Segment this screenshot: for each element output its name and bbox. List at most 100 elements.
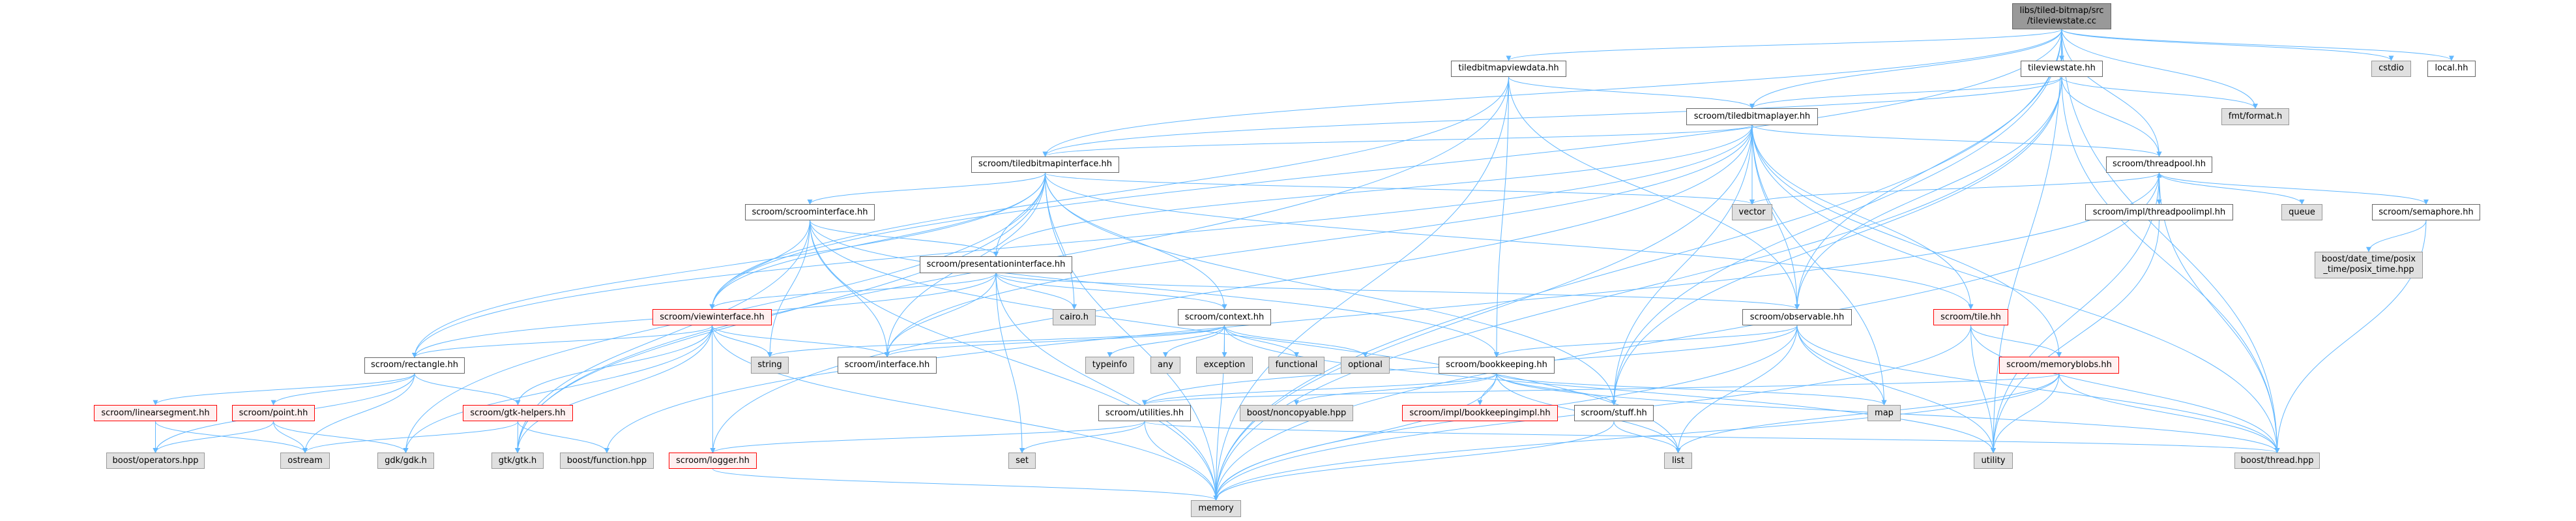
edge-tiledbitmapviewdata-to-observable	[1508, 77, 1800, 310]
edge-utilities-to-memory	[1144, 421, 1219, 501]
node-tiledbitmapviewdata[interactable]: tiledbitmapviewdata.hh	[1451, 60, 1566, 78]
edge-tiledbitmaplayer-to-presentationinterface	[993, 125, 1753, 257]
edge-memoryblobs-to-utility	[1991, 373, 2060, 454]
edge-bookkeeping-to-utilities	[1142, 373, 1497, 406]
node-any[interactable]: any	[1150, 357, 1180, 374]
edge-presentationinterface-to-interface	[885, 273, 997, 358]
edge-tiledbitmaplayer-to-memoryblobs	[1751, 125, 2062, 358]
edge-presentationinterface-to-memory	[995, 273, 1219, 501]
edge-tiledbitmaplayer-to-logger	[710, 125, 1753, 454]
node-threadpool[interactable]: scroom/threadpool.hh	[2106, 156, 2212, 173]
edge-viewinterface-to-gtk-helpers	[515, 325, 712, 406]
node-semaphore[interactable]: scroom/semaphore.hh	[2372, 204, 2480, 220]
edge-rectangle-to-gtk-helpers	[414, 373, 521, 406]
node-memory[interactable]: memory	[1191, 500, 1241, 518]
node-ostream[interactable]: ostream	[280, 453, 330, 469]
node-boost-function[interactable]: boost/function.hpp	[560, 453, 654, 469]
edge-rectangle-to-ostream	[302, 373, 415, 454]
edge-observable-to-map	[1796, 325, 1887, 406]
node-functional[interactable]: functional	[1268, 357, 1325, 374]
node-gdk[interactable]: gdk/gdk.h	[377, 453, 434, 469]
edge-tiledbitmaplayer-to-rectangle	[412, 125, 1753, 358]
edge-bookkeeping-to-memory	[1213, 373, 1497, 501]
node-tileviewstate-hh[interactable]: tileviewstate.hh	[2021, 60, 2103, 78]
edge-context-to-string	[767, 325, 1225, 358]
node-bookkeepingimpl[interactable]: scroom/impl/bookkeepingimpl.hh	[1402, 404, 1558, 422]
node-optional[interactable]: optional	[1341, 357, 1390, 374]
node-point[interactable]: scroom/point.hh	[232, 404, 315, 422]
edge-tileviewstate-hh-to-boost-thread	[2061, 77, 2280, 454]
edge-tileviewstate-hh-to-observable	[1794, 77, 2062, 310]
edge-scroominterface-to-string	[767, 220, 810, 358]
node-main[interactable]: libs/tiled-bitmap/src /tileviewstate.cc	[2012, 3, 2111, 29]
edge-memoryblobs-to-utilities	[1142, 373, 2060, 406]
node-viewinterface[interactable]: scroom/viewinterface.hh	[652, 308, 772, 326]
node-utilities[interactable]: scroom/utilities.hh	[1098, 404, 1191, 422]
node-vector[interactable]: vector	[1732, 204, 1772, 220]
edge-main-to-utility	[1991, 29, 2062, 454]
edge-bookkeeping-to-noncopyable	[1294, 373, 1497, 406]
edge-observable-to-utility	[1796, 325, 1996, 454]
edge-scroominterface-to-memory	[810, 220, 1219, 501]
node-cstdio[interactable]: cstdio	[2371, 60, 2411, 78]
edge-tiledbitmaplayer-to-tile	[1751, 125, 1974, 310]
node-map[interactable]: map	[1867, 404, 1901, 422]
node-context[interactable]: scroom/context.hh	[1178, 308, 1271, 326]
node-exception[interactable]: exception	[1196, 357, 1253, 374]
edge-tiledbitmapinterface-to-stuff	[1045, 173, 1617, 406]
edge-rectangle-to-linearsegment	[153, 373, 415, 406]
node-utility[interactable]: utility	[1974, 453, 2013, 469]
edge-tiledbitmaplayer-to-memory	[1213, 125, 1753, 501]
edge-tiledbitmapinterface-to-presentationinterface	[993, 173, 1046, 257]
node-interface[interactable]: scroom/interface.hh	[838, 357, 937, 374]
edge-presentationinterface-to-context	[995, 273, 1227, 310]
node-noncopyable[interactable]: boost/noncopyable.hpp	[1240, 404, 1353, 422]
edge-tiledbitmaplayer-to-observable	[1751, 125, 1800, 310]
edge-tiledbitmapinterface-to-rectangle	[412, 173, 1046, 358]
edge-utilities-to-boost-thread	[1144, 421, 2279, 454]
edge-main-to-memory	[1213, 29, 2062, 501]
edge-bookkeeping-to-map	[1496, 373, 1887, 406]
node-queue[interactable]: queue	[2281, 204, 2322, 220]
edge-stuff-to-memory	[1213, 421, 1615, 501]
edge-tiledbitmapinterface-to-vector	[1045, 172, 1755, 205]
node-tiledbitmapinterface[interactable]: scroom/tiledbitmapinterface.hh	[971, 156, 1119, 173]
node-gtk[interactable]: gtk/gtk.h	[491, 453, 544, 469]
edge-scroominterface-to-bookkeeping	[810, 220, 1499, 358]
node-gtk-helpers[interactable]: scroom/gtk-helpers.hh	[463, 404, 573, 422]
edge-threadpool-to-queue	[2159, 173, 2305, 205]
node-linearsegment[interactable]: scroom/linearsegment.hh	[94, 404, 217, 422]
node-set[interactable]: set	[1008, 453, 1036, 469]
edge-utilities-to-set	[1019, 421, 1145, 454]
edge-logger-to-memory	[712, 468, 1219, 501]
node-local-hh[interactable]: local.hh	[2427, 60, 2476, 78]
node-observable[interactable]: scroom/observable.hh	[1742, 308, 1852, 326]
node-presentationinterface[interactable]: scroom/presentationinterface.hh	[920, 256, 1072, 273]
edge-tiledbitmapinterface-to-cairo	[1045, 173, 1077, 310]
edge-tiledbitmapinterface-to-context	[1045, 173, 1227, 310]
node-posix-time[interactable]: boost/date_time/posix _time/posix_time.h…	[2315, 251, 2423, 278]
edge-viewinterface-to-gdk	[403, 325, 712, 454]
edge-scroominterface-to-presentationinterface	[810, 220, 999, 257]
node-tiledbitmaplayer[interactable]: scroom/tiledbitmaplayer.hh	[1686, 108, 1818, 125]
node-typeinfo[interactable]: typeinfo	[1085, 357, 1134, 374]
node-cairo[interactable]: cairo.h	[1053, 308, 1096, 326]
edge-viewinterface-to-gtk	[515, 325, 712, 454]
node-threadpoolimpl[interactable]: scroom/impl/threadpoolimpl.hh	[2085, 204, 2233, 220]
node-boost-thread[interactable]: boost/thread.hpp	[2234, 453, 2320, 469]
node-logger[interactable]: scroom/logger.hh	[669, 453, 757, 469]
node-tile[interactable]: scroom/tile.hh	[1933, 308, 2008, 326]
edge-presentationinterface-to-viewinterface	[709, 273, 997, 310]
node-stuff[interactable]: scroom/stuff.hh	[1574, 404, 1654, 422]
node-memoryblobs[interactable]: scroom/memoryblobs.hh	[1999, 357, 2119, 374]
node-fmt-format[interactable]: fmt/format.h	[2221, 108, 2289, 125]
node-bookkeeping[interactable]: scroom/bookkeeping.hh	[1439, 357, 1555, 374]
node-string[interactable]: string	[751, 357, 789, 374]
node-rectangle[interactable]: scroom/rectangle.hh	[364, 357, 465, 374]
node-boost-operators[interactable]: boost/operators.hpp	[106, 453, 205, 469]
edge-viewinterface-to-string	[712, 325, 772, 358]
node-scroominterface[interactable]: scroom/scroominterface.hh	[745, 204, 875, 220]
edge-tiledbitmaplayer-to-interface	[885, 125, 1753, 358]
node-list[interactable]: list	[1664, 453, 1692, 469]
